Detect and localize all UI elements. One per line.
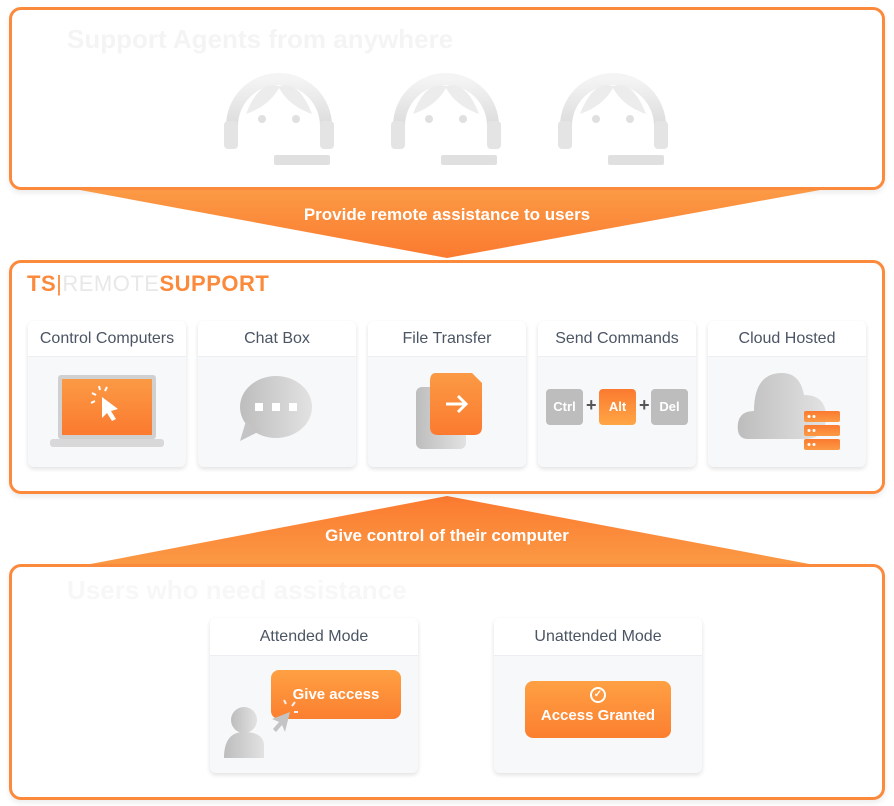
cloud-server-icon <box>737 373 840 450</box>
logo-ts: TS <box>27 271 57 296</box>
banner-give-control: Give control of their computer <box>325 526 569 545</box>
give-access-button[interactable]: Give access <box>271 670 401 719</box>
support-agents-panel: Support Agents from anywhere <box>9 7 885 190</box>
key-del: Del <box>651 389 688 425</box>
feature-send-commands: Send Commands Ctrl + Alt + Del <box>538 321 696 467</box>
feature-file-transfer: File Transfer <box>368 321 526 467</box>
panel-title: Users who need assistance <box>67 575 407 605</box>
chat-bubble-icon <box>240 376 312 441</box>
feature-label: File Transfer <box>368 321 526 357</box>
users-panel: Users who need assistance <box>9 564 885 800</box>
ts-remote-support-logo: TS|REMOTESUPPORT <box>27 271 270 296</box>
logo-remote: REMOTE <box>62 271 160 296</box>
key-ctrl: Ctrl <box>546 389 583 425</box>
plus-sign: + <box>639 395 650 415</box>
feature-control-computers: Control Computers <box>28 321 186 467</box>
user-cursor-icon <box>224 699 298 758</box>
access-granted-label: Access Granted <box>540 707 656 724</box>
feature-label: Send Commands <box>538 321 696 357</box>
feature-chat-box: Chat Box <box>198 321 356 467</box>
key-alt: Alt <box>599 389 636 425</box>
feature-label: Chat Box <box>198 321 356 357</box>
feature-label: Control Computers <box>28 321 186 357</box>
attended-mode-card: Attended Mode Give access <box>210 618 418 773</box>
laptop-cursor-icon <box>50 375 164 447</box>
feature-cloud-hosted: Cloud Hosted <box>708 321 866 467</box>
check-circle-icon: ✓ <box>590 687 606 703</box>
plus-sign: + <box>586 395 597 415</box>
card-title: Attended Mode <box>210 618 418 656</box>
card-title: Unattended Mode <box>494 618 702 656</box>
banner-provide-assistance: Provide remote assistance to users <box>303 205 591 224</box>
logo-support: SUPPORT <box>159 271 270 296</box>
unattended-mode-card: Unattended Mode ✓ Access Granted <box>494 618 702 773</box>
access-granted-button[interactable]: ✓ Access Granted <box>525 681 671 738</box>
feature-label: Cloud Hosted <box>708 321 866 357</box>
panel-title: Support Agents from anywhere <box>67 24 454 54</box>
file-transfer-icon <box>416 373 482 449</box>
